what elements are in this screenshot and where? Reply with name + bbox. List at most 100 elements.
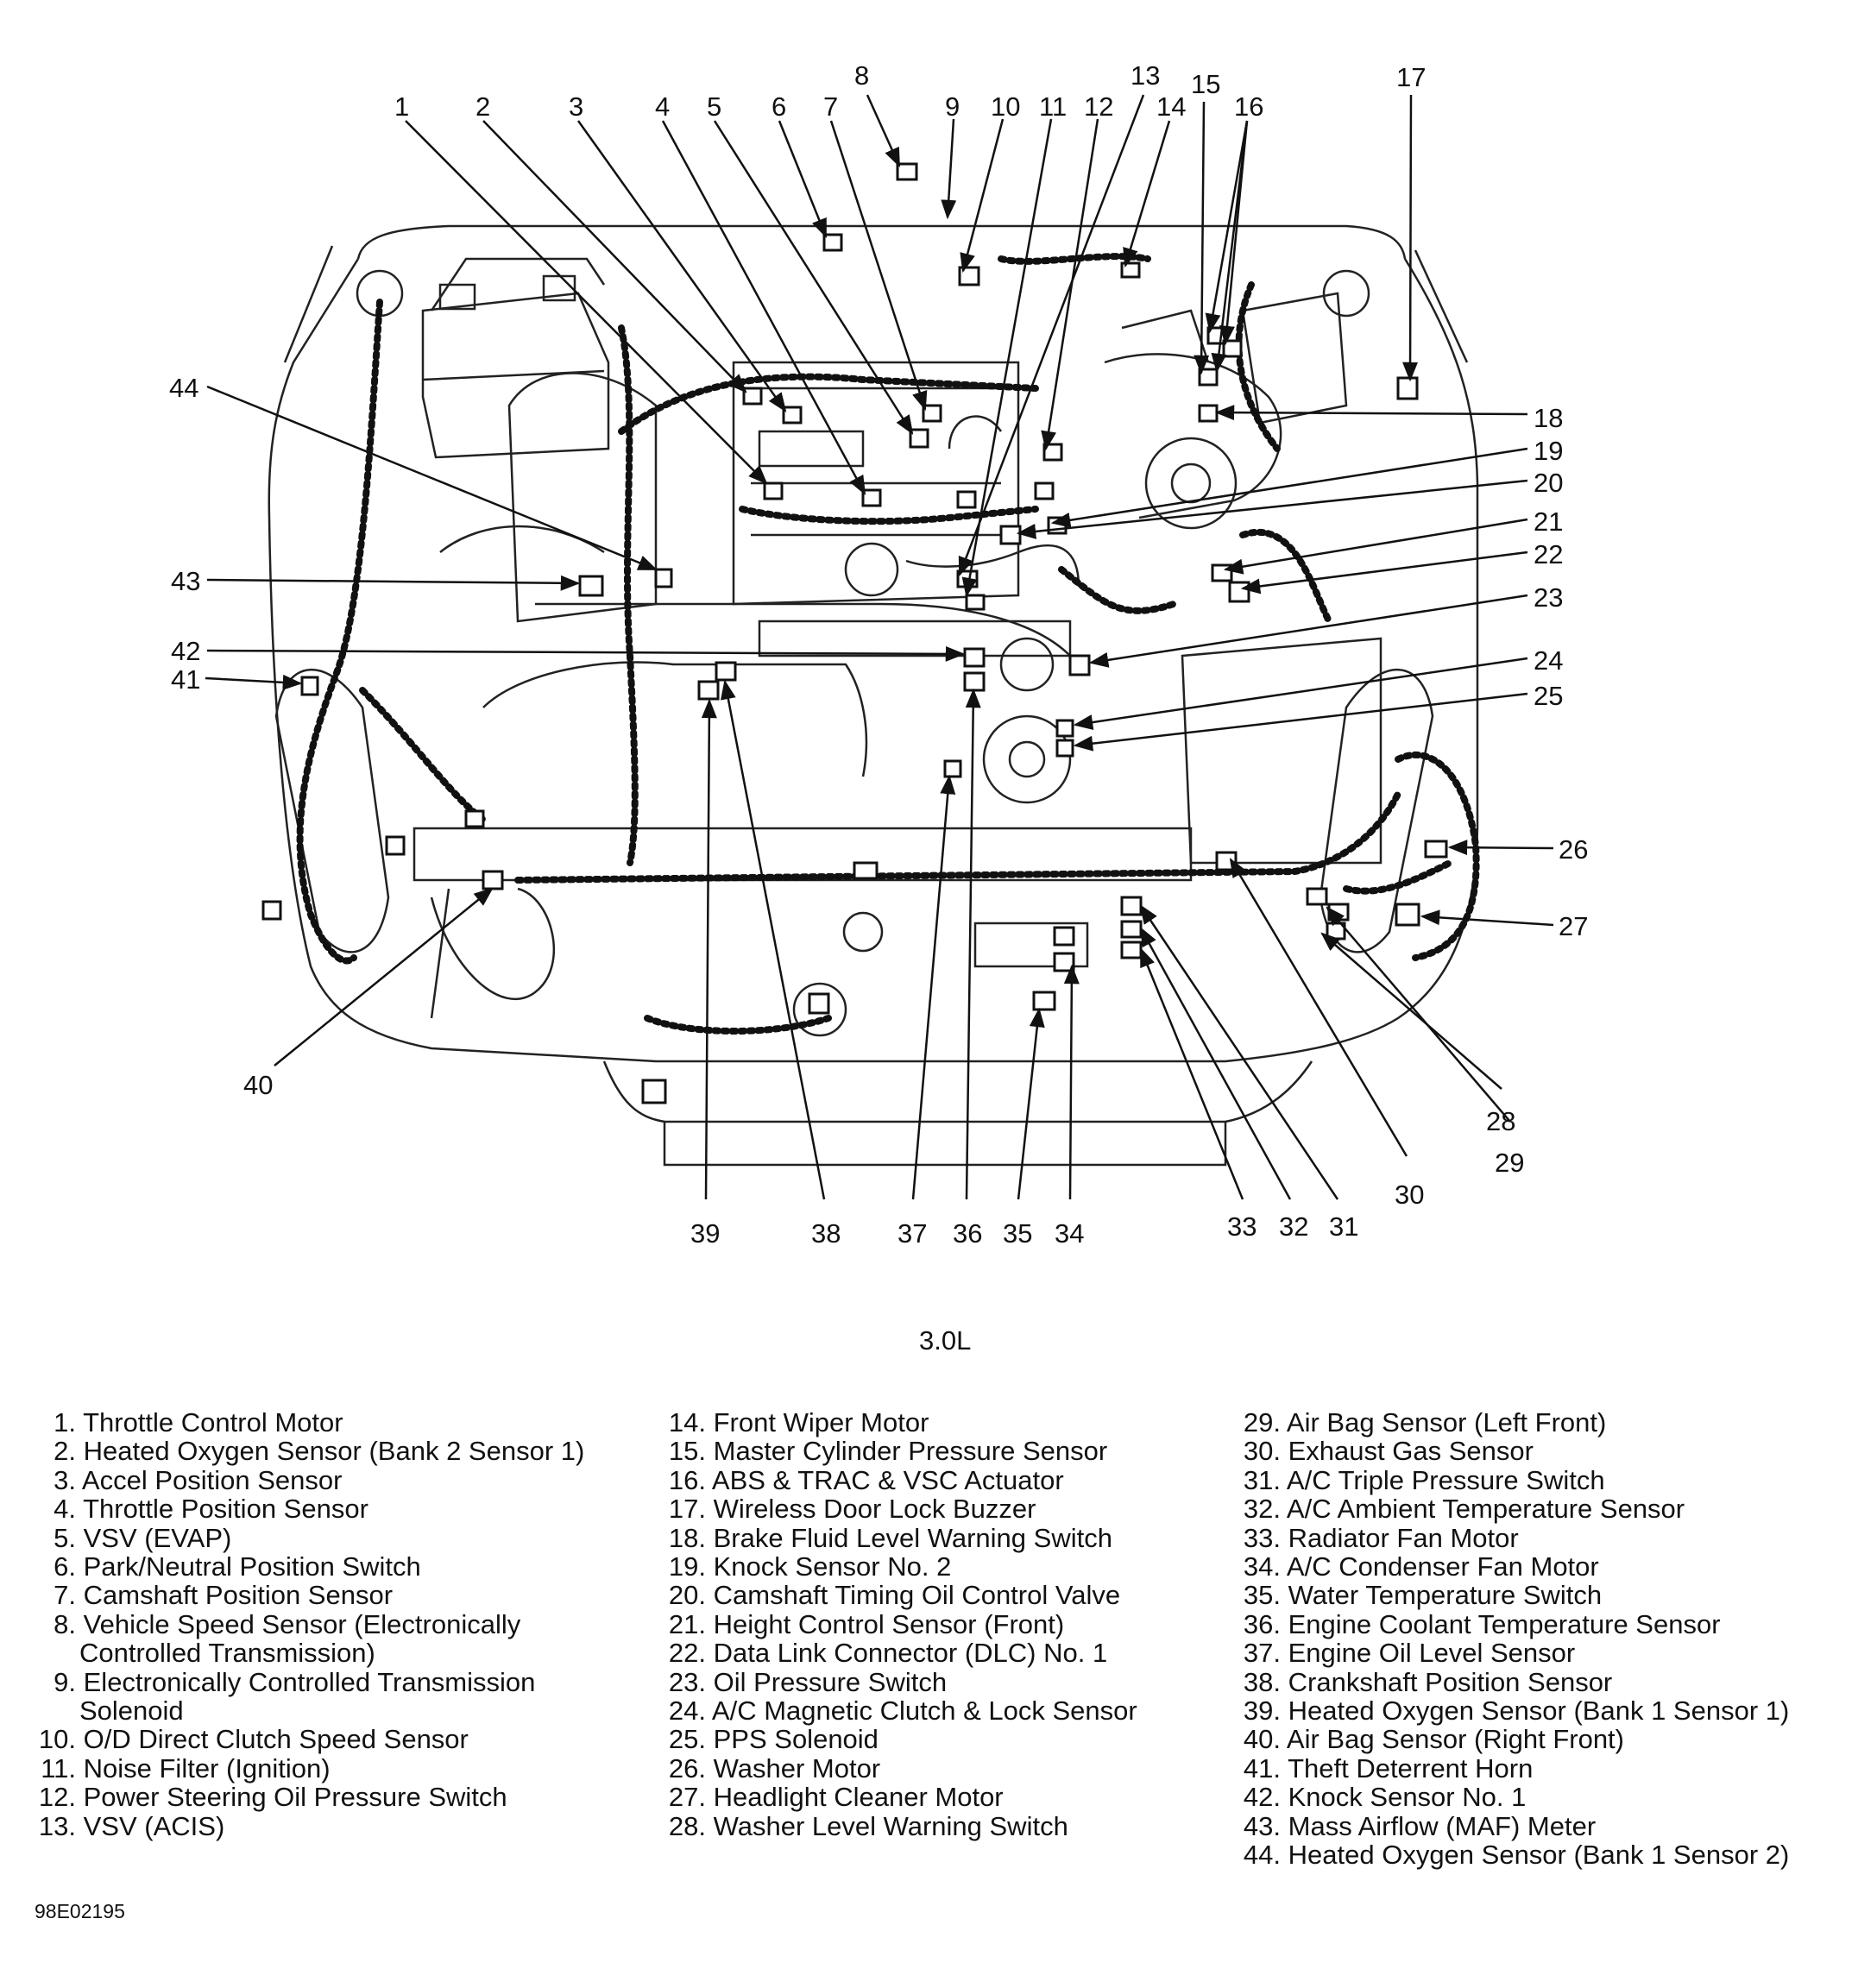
legend-number: 42. [1243,1782,1281,1813]
legend-item: 6. Park/Neutral Position Switch [28,1551,584,1582]
legend-item: 22. Data Link Connector (DLC) No. 1 [656,1638,1137,1669]
legend-number: 28. [668,1810,706,1841]
legend-item: 25. PPS Solenoid [656,1725,1137,1754]
legend-text: Brake Fluid Level Warning Switch [713,1522,1112,1553]
connector-20 [999,525,1022,545]
legend-number: 21. [668,1608,706,1639]
callout-29: 29 [1495,1148,1524,1178]
callout-36: 36 [953,1218,982,1249]
callout-37: 37 [898,1218,927,1249]
legend-number: 32. [1243,1494,1281,1525]
legend-number: 44. [1243,1840,1281,1871]
callout-42: 42 [171,636,200,666]
legend-item: 28. Washer Level Warning Switch [656,1810,1137,1841]
legend-item: 33. Radiator Fan Motor [1231,1522,1789,1553]
legend-text: Knock Sensor No. 2 [713,1551,952,1582]
legend-text: Wireless Door Lock Buzzer [713,1494,1036,1525]
legend-item: 37. Engine Oil Level Sensor [1231,1638,1789,1669]
callout-5: 5 [707,91,721,122]
legend-text: Camshaft Position Sensor [83,1580,394,1611]
connector-40d [261,900,282,921]
legend-item: 27. Headlight Cleaner Motor [656,1782,1137,1813]
connector-11 [1034,481,1055,500]
legend-number: 29. [1243,1407,1281,1438]
callout-10: 10 [991,91,1020,122]
legend-item: 14. Front Wiper Motor [656,1407,1137,1438]
callout-26: 26 [1559,834,1588,865]
legend-text: Height Control Sensor (Front) [713,1608,1065,1639]
callout-40: 40 [243,1070,273,1100]
legend-item: 32. A/C Ambient Temperature Sensor [1231,1494,1789,1525]
legend-item: 34. A/C Condenser Fan Motor [1231,1552,1789,1582]
callout-9: 9 [945,91,960,122]
connector-front [641,1079,667,1104]
legend-item: 7. Camshaft Position Sensor [28,1580,584,1611]
legend-item: 42. Knock Sensor No. 1 [1231,1782,1789,1813]
callout-32: 32 [1279,1211,1308,1242]
callout-2: 2 [476,91,490,122]
connector-8 [896,162,918,181]
legend-text: Knock Sensor No. 1 [1288,1782,1527,1813]
legend-number: 27. [668,1782,706,1813]
callout-28: 28 [1486,1106,1515,1136]
legend-item: 21. Height Control Sensor (Front) [656,1608,1137,1639]
engine-compartment-diagram: 1 2 3 4 5 6 7 8 9 10 11 12 13 14 15 16 1… [169,60,1588,1249]
callout-14: 14 [1156,91,1186,122]
legend-item: 44. Heated Oxygen Sensor (Bank 1 Sensor … [1231,1840,1789,1871]
connector-9 [956,490,977,509]
callout-13: 13 [1131,60,1160,91]
legend-number: 11. [41,1752,76,1784]
legend-number: 8. [54,1608,76,1639]
legend-text: Headlight Cleaner Motor [713,1782,1004,1813]
connector-41 [300,676,319,696]
legend-number: 6. [54,1551,76,1582]
callout-8: 8 [854,60,869,91]
legend-text: Noise Filter (Ignition) [83,1752,331,1784]
legend-item: 3. Accel Position Sensor [28,1465,584,1494]
connector-37 [943,759,962,778]
callout-23: 23 [1534,582,1563,613]
legend-text: ABS & TRAC & VSC Actuator [711,1464,1064,1495]
connector-42 [963,647,986,668]
connector-5 [909,428,929,449]
legend-number: 10. [38,1724,76,1755]
connector-44 [654,568,673,588]
legend-text: Park/Neutral Position Switch [83,1551,421,1582]
legend-number: 39. [1243,1695,1281,1727]
legend-text: Electronically Controlled Transmission [83,1666,536,1697]
legend-text: Crankshaft Position Sensor [1288,1666,1613,1697]
legend-item: 16. ABS & TRAC & VSC Actuator [656,1464,1137,1495]
legend-item: 2. Heated Oxygen Sensor (Bank 2 Sensor 1… [28,1436,584,1467]
engine-block [507,292,1382,865]
legend-number: 7. [54,1580,76,1611]
connector-31 [1120,896,1143,916]
connector-33 [1120,941,1143,959]
legend-number: 26. [668,1752,706,1784]
legend-number: 33. [1243,1522,1281,1553]
legend-number: 18. [668,1522,706,1553]
legend-number: 38. [1243,1666,1281,1697]
callout-44: 44 [169,373,198,403]
callout-6: 6 [772,91,786,122]
legend-text: Master Cylinder Pressure Sensor [713,1436,1108,1467]
callout-15: 15 [1191,69,1220,99]
legend-number: 14. [668,1407,706,1438]
callout-43: 43 [171,566,200,596]
connector-1 [763,481,784,500]
legend-item: 38. Crankshaft Position Sensor [1231,1666,1789,1697]
legend-text: Front Wiper Motor [713,1407,929,1438]
legend-number: 15. [668,1436,706,1467]
connector-18 [1198,404,1219,423]
legend-text: A/C Triple Pressure Switch [1286,1464,1605,1495]
callout-18: 18 [1534,403,1563,433]
callout-19: 19 [1534,436,1563,466]
legend-item: 24. A/C Magnetic Clutch & Lock Sensor [656,1696,1137,1726]
component-connectors [261,162,1448,1104]
legend-column-3: 29. Air Bag Sensor (Left Front)30. Exhau… [1231,1408,1789,1870]
legend-number: 37. [1243,1638,1281,1669]
legend-number: 2. [54,1436,76,1467]
legend-text: Vehicle Speed Sensor (Electronically [83,1608,521,1639]
legend-number: 22. [668,1638,706,1669]
legend-text: Data Link Connector (DLC) No. 1 [713,1638,1108,1669]
